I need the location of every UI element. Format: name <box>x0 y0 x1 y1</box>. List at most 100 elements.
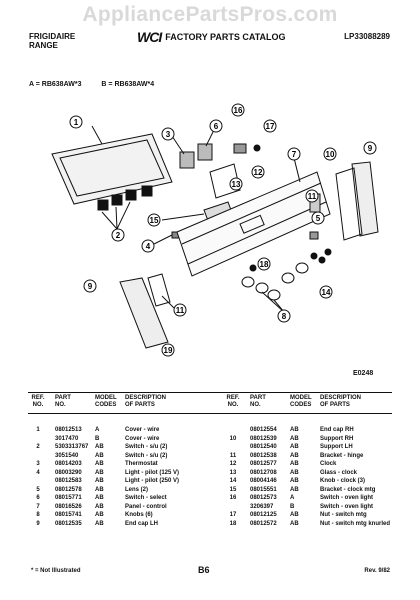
part-knurled-nut <box>249 264 257 272</box>
col-part-2: PART NO. <box>250 395 266 408</box>
footnote: * = Not Illustrated <box>31 568 81 574</box>
part-description: Glass - clock <box>320 469 358 476</box>
model-code: AB <box>290 435 299 442</box>
ref-no: 5 <box>36 486 40 493</box>
part-description: Panel - control <box>125 503 167 510</box>
model-code: AB <box>290 444 299 450</box>
part-no: 08015741 <box>55 512 82 518</box>
table-header-rule <box>28 413 392 414</box>
page-number: B6 <box>198 565 210 575</box>
table-row: 16 08012573 A Switch - oven light <box>226 494 410 503</box>
part-no: 08003290 <box>55 469 82 476</box>
callout-13: 13 <box>232 180 241 189</box>
part-no: 08012573 <box>250 495 277 501</box>
model-code: AB <box>290 452 299 459</box>
model-code: B <box>290 503 295 510</box>
part-description: Support LH <box>320 444 353 450</box>
callout-18: 18 <box>260 260 269 269</box>
part-no: 08012535 <box>55 520 82 527</box>
callout-4: 4 <box>146 242 151 251</box>
model-code: AB <box>95 461 104 467</box>
model-code: AB <box>95 512 104 518</box>
model-a: A = RB638AW*3 <box>29 81 82 88</box>
ref-no: 7 <box>36 503 40 510</box>
callout-11b: 11 <box>176 306 185 315</box>
part-no: 08012708 <box>250 469 277 476</box>
part-description: Nut - switch mtg knurled <box>320 520 391 527</box>
col-desc: DESCRIPTION OF PARTS <box>125 395 167 408</box>
part-switches <box>97 185 153 211</box>
model-code: AB <box>95 469 104 476</box>
ref-no <box>31 435 45 444</box>
part-description: Bracket - clock mtg <box>320 486 376 493</box>
col-part: PART NO. <box>55 395 71 408</box>
ref-no: 9 <box>36 520 40 527</box>
brand-block: FRIGIDAIRE RANGE <box>29 32 75 50</box>
part-description: Thermostat <box>125 461 158 467</box>
brand-name: FRIGIDAIRE <box>29 32 76 41</box>
ref-no <box>226 443 240 452</box>
col-ref-2: REF. NO. <box>226 395 240 408</box>
part-no: 3017470 <box>55 435 79 442</box>
part-no: 08012540 <box>250 444 277 450</box>
part-support-lh <box>147 273 171 307</box>
ref-no: 16 <box>229 495 237 501</box>
part-end-cap-rh <box>351 161 379 237</box>
part-no: 08012513 <box>55 427 82 433</box>
part-description: Bracket - hinge <box>320 452 364 459</box>
model-code: A <box>95 427 100 433</box>
part-end-cap-lh <box>119 277 169 349</box>
part-knobs <box>241 262 309 301</box>
part-description: Switch - s/u (2) <box>125 452 168 459</box>
part-no: 08015771 <box>55 495 82 501</box>
callout-1: 1 <box>74 118 79 127</box>
part-switch-nut <box>253 144 261 152</box>
part-selector-switch <box>197 143 213 161</box>
catalog-title: FACTORY PARTS CATALOG <box>165 32 286 42</box>
part-description: Switch - oven light <box>320 495 374 501</box>
callout-7: 7 <box>292 150 297 159</box>
wci-logo: WCI <box>137 29 162 45</box>
model-code: AB <box>95 486 104 493</box>
part-clock <box>209 163 241 199</box>
part-no: 08016526 <box>55 503 82 510</box>
part-clock-knobs <box>310 248 332 264</box>
header-left: REF. NO. PART NO. MODEL CODES DESCRIPTIO… <box>31 395 215 409</box>
table-row: 08012540 AB Support LH <box>226 443 410 452</box>
callout-9b: 9 <box>368 144 373 153</box>
callout-11: 11 <box>308 192 317 201</box>
table-row: 3017470 B Cover - wire <box>31 435 215 444</box>
model-code: AB <box>95 452 104 459</box>
callout-19: 19 <box>164 346 173 355</box>
part-description: Switch - oven light <box>320 503 374 510</box>
part-no: 3206397 <box>250 503 274 510</box>
part-no: 08012577 <box>250 461 277 467</box>
ref-no: 17 <box>229 512 237 518</box>
table-top-rule <box>28 392 392 393</box>
callout-12: 12 <box>254 168 263 177</box>
ref-no: 8 <box>36 512 40 518</box>
model-code: AB <box>95 520 104 527</box>
model-code: A <box>290 495 295 501</box>
model-code: B <box>95 435 100 442</box>
ref-no: 15 <box>229 486 237 493</box>
callout-6: 6 <box>214 122 219 131</box>
watermark: AppliancePartsPros.com <box>82 3 338 26</box>
col-model-2: MODEL CODES <box>290 395 312 408</box>
ref-no <box>226 503 240 512</box>
callout-2: 2 <box>116 231 121 240</box>
catalog-number: LP33088289 <box>344 32 390 41</box>
part-description: Lens (2) <box>125 486 149 493</box>
part-description: Cover - wire <box>125 435 160 442</box>
